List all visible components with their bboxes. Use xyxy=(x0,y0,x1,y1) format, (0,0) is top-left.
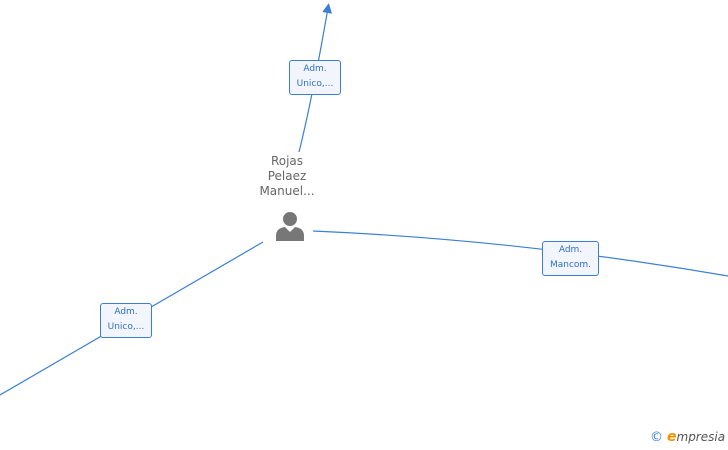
edge-label-right[interactable]: Adm. Mancom. xyxy=(542,241,599,276)
copyright-symbol: © xyxy=(650,430,663,445)
edge-label-top-line-2: Unico,... xyxy=(296,79,334,89)
empresia-watermark: © empresia xyxy=(650,429,725,446)
edge-label-right-line-1: Adm. xyxy=(558,245,583,255)
brand-logo-initial: e xyxy=(667,429,677,445)
edge-label-top-line-1: Adm. xyxy=(303,64,327,74)
node-name-line-1: Rojas xyxy=(270,154,304,168)
edge-right xyxy=(312,230,728,277)
edge-label-right-line-2: Mancom. xyxy=(549,260,592,270)
edge-label-bottom-left-line-2: Unico,... xyxy=(107,322,145,332)
edge-label-top[interactable]: Adm. Unico,... xyxy=(289,60,341,95)
node-name-line-3: Manuel... xyxy=(259,184,315,198)
edge-label-bottom-left-line-1: Adm. xyxy=(114,307,138,317)
node-name[interactable]: Rojas Pelaez Manuel... xyxy=(247,154,327,199)
brand-logo-text: mpresia xyxy=(676,430,726,444)
person-icon[interactable] xyxy=(274,210,306,242)
edge-label-bottom-left[interactable]: Adm. Unico,... xyxy=(100,303,152,338)
node-name-line-2: Pelaez xyxy=(267,169,307,183)
